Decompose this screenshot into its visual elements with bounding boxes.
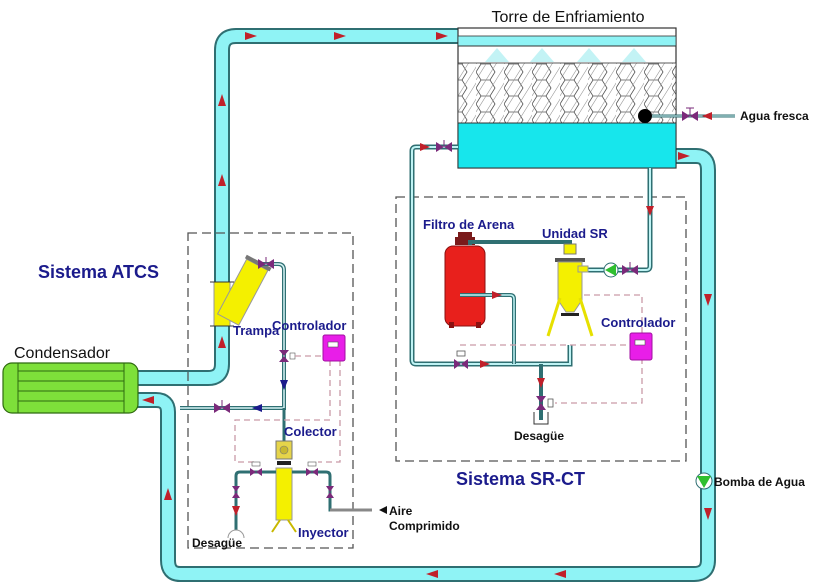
compressed-air-arrow-icon <box>379 506 387 514</box>
flow-arrow-icon <box>704 508 712 520</box>
valve-icon <box>436 140 452 152</box>
srct-system-boundary <box>395 196 687 462</box>
cooling-tower-icon[interactable] <box>457 27 677 169</box>
atcs-system-boundary <box>187 232 354 549</box>
flow-arrow-icon <box>218 174 226 186</box>
drain-icon <box>227 529 245 539</box>
flow-arrow-icon <box>554 570 566 578</box>
srct-signal-lines <box>460 294 643 404</box>
valve-icon <box>250 461 262 476</box>
valve-icon <box>232 486 240 498</box>
flow-arrow-icon <box>218 94 226 106</box>
sand-filter-label: Filtro de Arena <box>423 217 515 232</box>
valve-icon <box>279 350 296 362</box>
flow-arrow-icon <box>420 143 430 151</box>
controller-icon[interactable] <box>322 334 346 362</box>
valve-icon <box>536 396 554 410</box>
collector-label: Colector <box>284 424 337 439</box>
flow-arrow-icon <box>678 152 690 160</box>
valve-icon <box>682 107 698 121</box>
valve-icon <box>306 461 318 476</box>
flow-arrow-icon <box>702 112 712 120</box>
flow-arrow-icon <box>646 206 654 216</box>
flow-arrow-icon <box>334 32 346 40</box>
srct-return-pipe <box>409 140 573 367</box>
flow-arrows-main <box>142 32 712 578</box>
injector-piping <box>227 461 387 539</box>
collector-icon[interactable] <box>275 440 293 460</box>
atcs-signal-lines <box>234 355 341 463</box>
pump-icon[interactable] <box>695 472 713 490</box>
valve-icon <box>214 400 230 413</box>
flow-arrow-icon <box>280 380 288 390</box>
srct-drain-label: Desagüe <box>514 429 564 443</box>
flow-arrow-icon <box>704 294 712 306</box>
valve-icon <box>258 257 274 269</box>
water-pump-label: Bomba de Agua <box>714 475 805 489</box>
fresh-water-line <box>652 107 735 121</box>
sr-unit-icon[interactable] <box>546 243 594 337</box>
flow-arrow-icon <box>218 336 226 348</box>
condenser-icon[interactable] <box>2 362 139 414</box>
cooling-tower-title: Torre de Enfriamiento <box>492 9 645 26</box>
compressed-air-label-1: Aire <box>389 504 413 518</box>
flow-arrow-icon <box>232 506 240 516</box>
flow-arrow-icon <box>142 396 154 404</box>
float-valve <box>638 109 652 123</box>
atcs-system-label: Sistema ATCS <box>38 262 159 282</box>
atcs-drain-label: Desagüe <box>192 536 242 550</box>
sr-unit-label: Unidad SR <box>542 226 608 241</box>
srct-system-label: Sistema SR-CT <box>456 469 585 489</box>
flow-arrow-icon <box>252 404 262 412</box>
trap-label: Trampa <box>233 323 280 338</box>
tower-to-sr-pipe <box>585 168 654 278</box>
flow-arrow-icon <box>436 32 448 40</box>
valve-icon <box>326 486 334 498</box>
flow-arrow-icon <box>164 488 172 500</box>
flow-arrow-icon <box>426 570 438 578</box>
flow-arrow-icon <box>245 32 257 40</box>
valve-icon <box>454 350 468 369</box>
compressed-air-label-2: Comprimido <box>389 519 460 533</box>
atcs-controller-label: Controlador <box>272 318 346 333</box>
pump-icon <box>603 262 619 278</box>
injector-icon[interactable] <box>271 461 297 533</box>
controller-icon[interactable] <box>629 332 653 361</box>
sand-filter-icon[interactable] <box>444 232 486 328</box>
srct-controller-label: Controlador <box>601 315 675 330</box>
drain-icon <box>533 412 549 425</box>
condenser-label: Condensador <box>14 345 111 362</box>
flow-arrow-icon <box>492 291 502 299</box>
flow-arrow-icon <box>480 360 490 368</box>
fresh-water-label: Agua fresca <box>740 109 809 123</box>
flow-arrow-icon <box>537 378 545 388</box>
injector-label: Inyector <box>298 525 349 540</box>
valve-icon <box>622 262 638 275</box>
atcs-piping <box>180 257 296 445</box>
spray-nozzles <box>485 48 646 62</box>
